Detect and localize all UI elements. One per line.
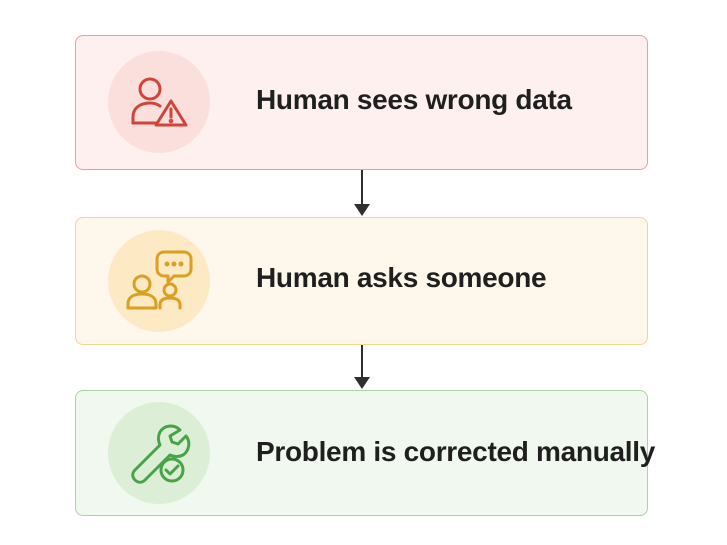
arrow-down-icon <box>354 170 370 216</box>
arrow-down-icon <box>354 345 370 389</box>
user-warning-icon <box>131 77 188 127</box>
step-box-2: Human asks someone <box>75 217 648 345</box>
step-3-icon-circle <box>108 402 210 504</box>
step-2-icon-circle <box>108 230 210 332</box>
step-box-1: Human sees wrong data <box>75 35 648 170</box>
step-1-icon-circle <box>108 51 210 153</box>
users-chat-icon <box>126 250 193 310</box>
step-box-3: Problem is corrected manually <box>75 390 655 516</box>
step-3-label: Problem is corrected manually <box>256 436 656 467</box>
step-2-label: Human asks someone <box>256 262 547 293</box>
wrench-check-icon <box>131 424 191 484</box>
step-1-label: Human sees wrong data <box>256 84 572 115</box>
